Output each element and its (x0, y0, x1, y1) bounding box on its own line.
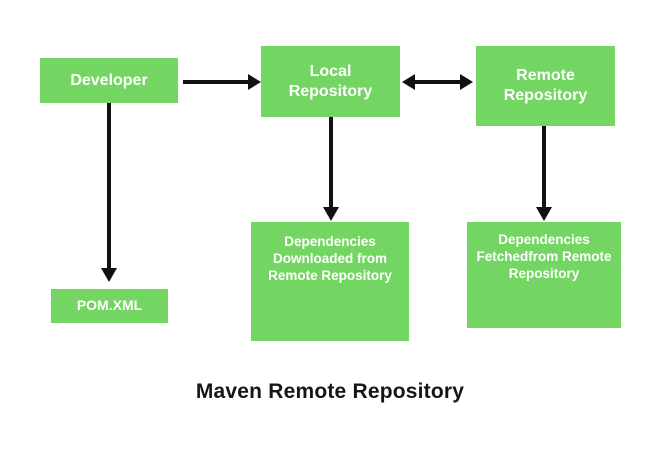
node-local-repository-label: Local Repository (288, 62, 373, 100)
arrow-down-icon (323, 207, 339, 221)
node-pom-xml-label: POM.XML (76, 297, 143, 314)
arrow-right-icon (248, 74, 261, 90)
node-developer-label: Developer (70, 71, 148, 89)
node-developer[interactable]: Developer (40, 58, 178, 103)
connector-remote-repository-to-dependencies (542, 126, 546, 208)
connector-developer-to-pom-xml (107, 103, 111, 269)
arrow-down-icon (101, 268, 117, 282)
node-dependencies-fetched[interactable]: Dependencies Fetchedfrom Remote Reposito… (467, 222, 621, 328)
connector-developer-to-local-repository (183, 80, 249, 84)
node-dependencies-fetched-label: Dependencies Fetchedfrom Remote Reposito… (476, 232, 612, 281)
connector-local-to-remote-repository (415, 80, 461, 84)
diagram-caption: Maven Remote Repository (195, 380, 465, 403)
node-local-repository[interactable]: Local Repository (261, 46, 400, 117)
node-dependencies-downloaded[interactable]: Dependencies Downloaded from Remote Repo… (251, 222, 409, 341)
node-remote-repository[interactable]: Remote Repository (476, 46, 615, 126)
node-pom-xml[interactable]: POM.XML (51, 289, 168, 323)
connector-local-repository-to-dependencies (329, 117, 333, 208)
arrow-down-icon (536, 207, 552, 221)
node-remote-repository-label: Remote Repository (503, 67, 588, 104)
node-dependencies-downloaded-label: Dependencies Downloaded from Remote Repo… (268, 234, 392, 283)
arrow-left-icon (402, 74, 415, 90)
arrow-right-icon (460, 74, 473, 90)
